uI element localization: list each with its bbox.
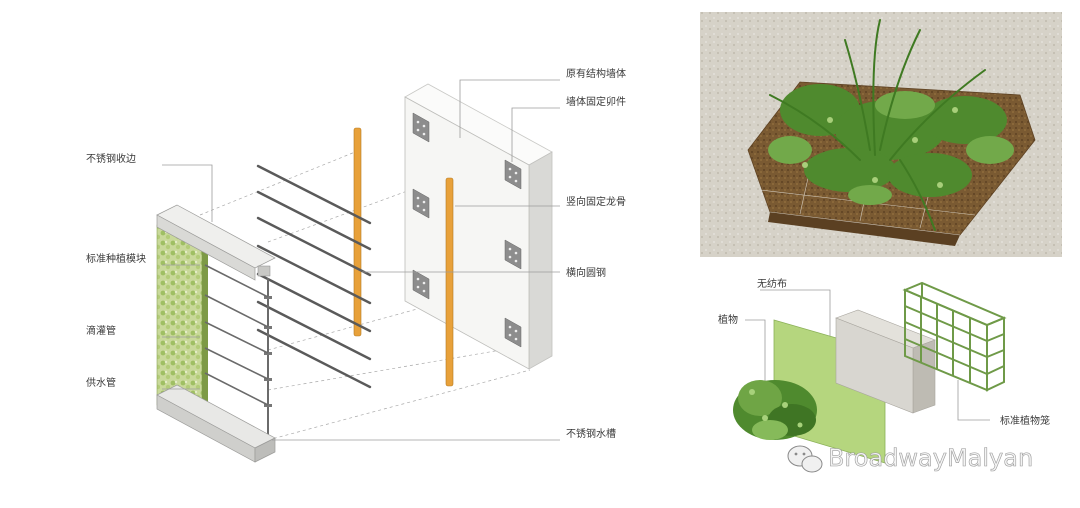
label-existing-wall: 原有结构墙体: [566, 67, 626, 80]
label-nonwoven: 无纺布: [757, 277, 787, 290]
anchor-plate: [412, 112, 430, 143]
wechat-icon: [787, 445, 823, 473]
wall-anchor-plates: [412, 112, 522, 348]
plant-cluster: [733, 380, 817, 440]
planting-modules: [156, 224, 203, 406]
labels: 不锈钢收边 标准种植模块 滴灌管 供水管 原有结构墙体 墙体固定卯件 竖向固定龙…: [86, 67, 626, 440]
green-wall-assembly: [156, 204, 276, 463]
plant-cage: [902, 281, 1007, 392]
anchor-plate: [412, 188, 430, 219]
label-wall-anchor: 墙体固定卯件: [566, 95, 626, 108]
photo-planting-module: [700, 12, 1062, 257]
label-plants: 植物: [718, 313, 738, 326]
label-vertical-keel: 竖向固定龙骨: [566, 195, 626, 208]
vertical-keels: [353, 127, 454, 387]
label-plant-cage: 标准植物笼: [1000, 414, 1050, 427]
vertical-keel: [353, 127, 362, 337]
watermark: BroadwayMalyan: [787, 444, 1033, 473]
label-ss-gutter: 不锈钢水槽: [566, 427, 616, 440]
anchor-plate: [412, 269, 430, 300]
horizontal-rods: [256, 164, 372, 389]
watermark-text: BroadwayMalyan: [828, 444, 1033, 472]
label-supply-pipe: 供水管: [86, 376, 116, 389]
vertical-keel: [445, 177, 454, 387]
anchor-plate: [504, 159, 522, 190]
label-standard-module: 标准种植模块: [86, 252, 146, 265]
leader-lines: [162, 79, 560, 441]
anchor-plate: [504, 239, 522, 270]
module-explosion: 无纺布 植物 标准植物笼: [718, 277, 1050, 464]
label-horizontal-steel: 横向圆钢: [566, 266, 606, 279]
anchor-plate: [504, 317, 522, 348]
substrate-block: [835, 309, 936, 414]
label-drip-pipe: 滴灌管: [86, 324, 116, 337]
label-ss-edge: 不锈钢收边: [86, 152, 136, 165]
